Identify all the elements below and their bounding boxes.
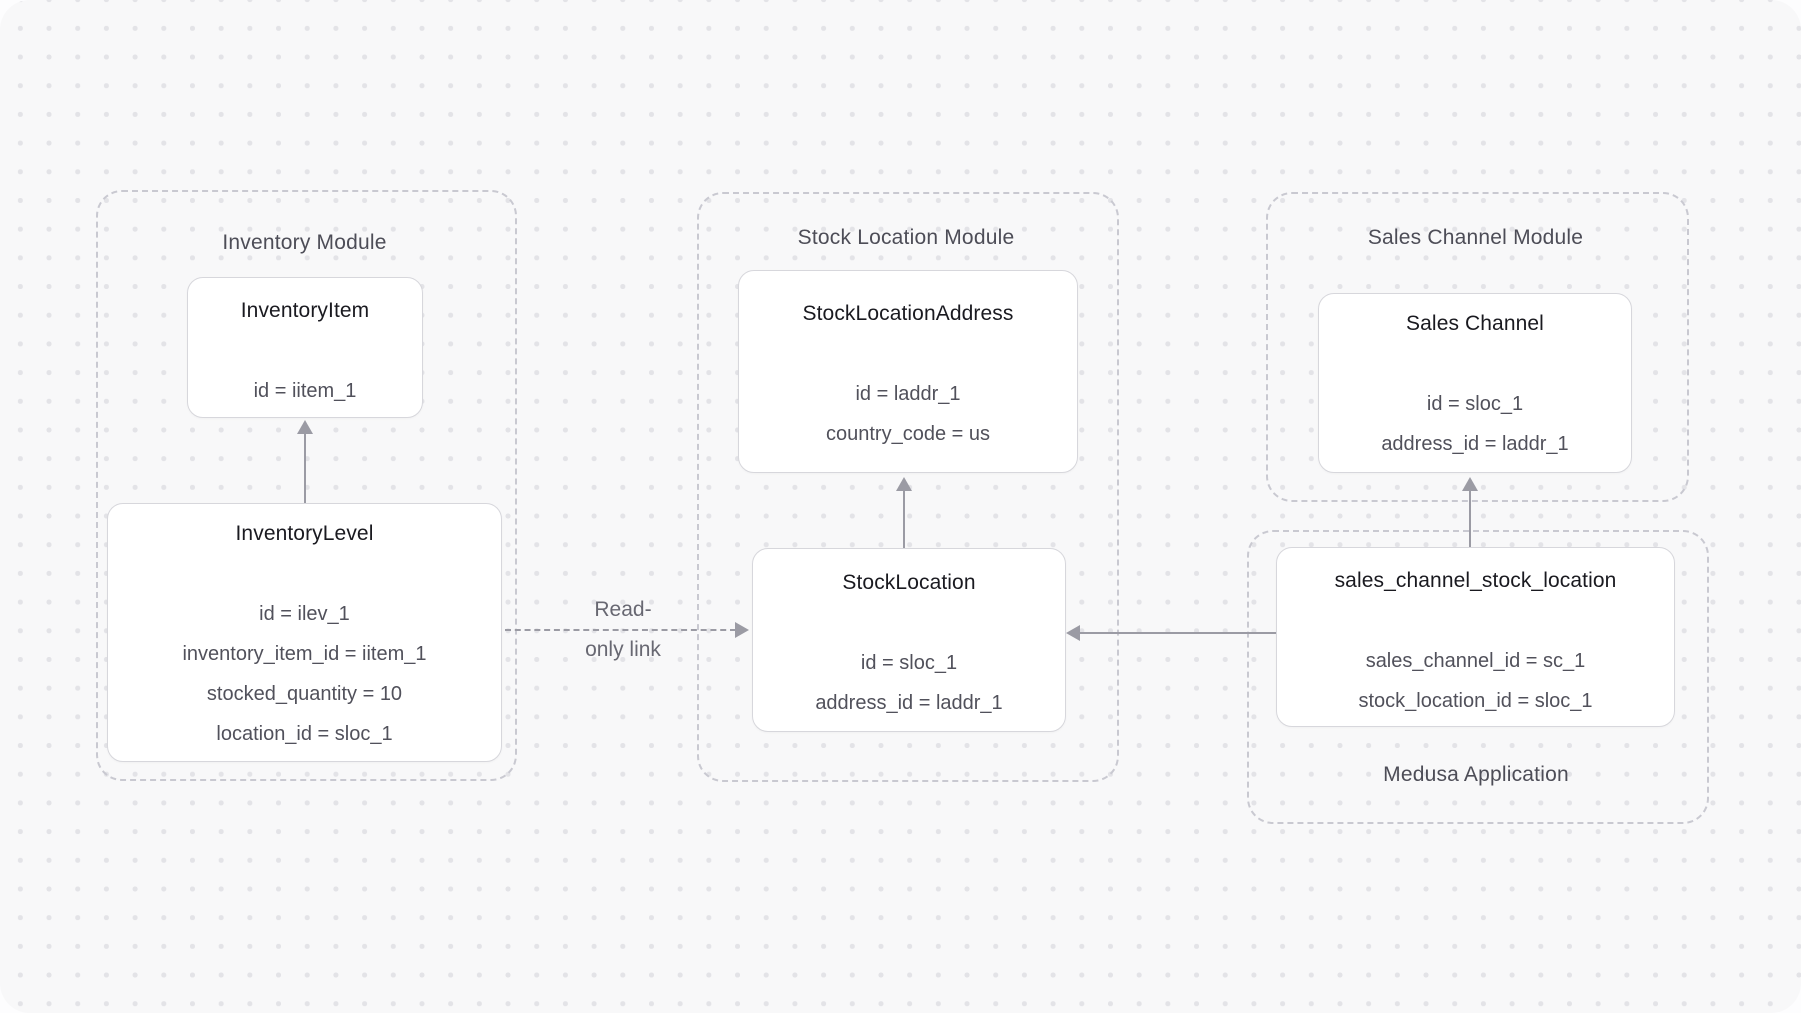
- arrow-up-icon: [1462, 477, 1478, 491]
- entity-attribute: stock_location_id = sloc_1: [1358, 690, 1593, 712]
- entity-attribute: sales_channel_id = sc_1: [1365, 650, 1586, 672]
- entity-sales-channel-title: Sales Channel: [1406, 312, 1544, 335]
- entity-stock-location-address-title: StockLocationAddress: [802, 302, 1014, 325]
- entity-inventory-level-title: InventoryLevel: [235, 522, 374, 545]
- entity-stock-location-attrs: id = sloc_1 address_id = laddr_1: [815, 643, 1002, 723]
- entity-attribute: location_id = sloc_1: [216, 723, 393, 745]
- entity-sales-channel-stock-location-title: sales_channel_stock_location: [1334, 569, 1617, 592]
- entity-stock-location-title: StockLocation: [842, 571, 976, 594]
- entity-sales-channel: Sales Channel id = sloc_1 address_id = l…: [1318, 293, 1632, 473]
- inventory-module-container: [96, 190, 517, 781]
- entity-sales-channel-stock-location: sales_channel_stock_location sales_chann…: [1276, 547, 1675, 727]
- entity-inventory-level: InventoryLevel id = ilev_1 inventory_ite…: [107, 503, 502, 762]
- entity-attribute: id = ilev_1: [259, 603, 350, 625]
- entity-attribute: id = sloc_1: [860, 652, 958, 674]
- arrow-read-only-link-stem: [505, 628, 736, 631]
- arrow-link-to-sales-channel-stem: [1468, 488, 1471, 547]
- entity-inventory-item: InventoryItem id = iitem_1: [187, 277, 423, 418]
- medusa-application-label: Medusa Application: [1383, 763, 1569, 786]
- entity-sales-channel-stock-location-attrs: sales_channel_id = sc_1 stock_location_i…: [1358, 641, 1592, 721]
- arrow-link-to-stock-location-stem: [1079, 631, 1276, 634]
- arrow-up-icon: [297, 420, 313, 434]
- entity-attribute: inventory_item_id = iitem_1: [182, 643, 427, 665]
- read-only-link-label: Read- only link: [523, 590, 723, 670]
- entity-attribute: address_id = laddr_1: [1381, 433, 1569, 455]
- entity-attribute: country_code = us: [826, 423, 990, 445]
- arrow-right-icon: [735, 622, 749, 638]
- arrow-stock-location-to-address-stem: [902, 488, 905, 548]
- inventory-module-label: Inventory Module: [222, 231, 387, 254]
- stock-location-module-container: [697, 192, 1119, 782]
- entity-stock-location: StockLocation id = sloc_1 address_id = l…: [752, 548, 1066, 732]
- entity-stock-location-address: StockLocationAddress id = laddr_1 countr…: [738, 270, 1078, 473]
- entity-attribute: address_id = laddr_1: [815, 692, 1003, 714]
- entity-inventory-item-attrs: id = iitem_1: [254, 371, 357, 411]
- entity-attribute: id = sloc_1: [1426, 393, 1524, 415]
- entity-attribute: stocked_quantity = 10: [206, 683, 403, 705]
- entity-inventory-item-title: InventoryItem: [240, 299, 370, 322]
- entity-sales-channel-attrs: id = sloc_1 address_id = laddr_1: [1381, 384, 1568, 464]
- read-only-link-label-line1: Read-: [594, 598, 652, 621]
- medusa-application-container: [1247, 530, 1709, 824]
- stock-location-module-label: Stock Location Module: [797, 226, 1015, 249]
- sales-channel-module-label: Sales Channel Module: [1367, 226, 1584, 249]
- entity-attribute: id = iitem_1: [253, 380, 357, 402]
- read-only-link-label-line2: only link: [585, 638, 661, 661]
- entity-stock-location-address-attrs: id = laddr_1 country_code = us: [826, 374, 990, 454]
- entity-inventory-level-attrs: id = ilev_1 inventory_item_id = iitem_1 …: [182, 594, 426, 754]
- arrow-inventory-level-to-item-stem: [303, 431, 306, 503]
- sales-channel-module-container: [1266, 192, 1689, 502]
- arrow-left-icon: [1066, 625, 1080, 641]
- entity-attribute: id = laddr_1: [855, 383, 961, 405]
- arrow-up-icon: [896, 477, 912, 491]
